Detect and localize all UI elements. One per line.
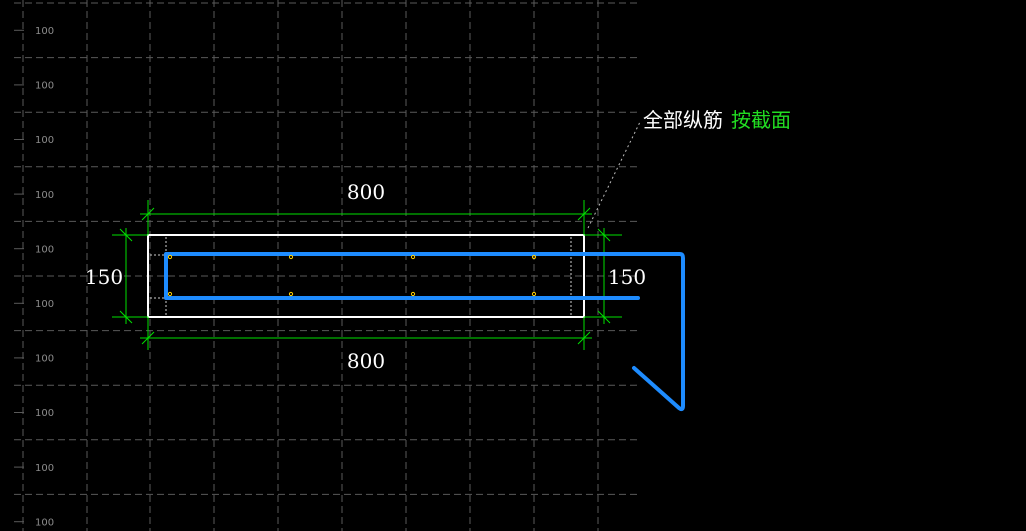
dimension-bottom xyxy=(140,317,592,350)
dim-top-label[interactable]: 800 xyxy=(347,180,385,204)
dimension-right xyxy=(584,228,622,324)
annotation-mode[interactable]: 按截面 xyxy=(731,108,791,132)
dimension-left xyxy=(112,228,148,324)
grid-row-label: 100 xyxy=(35,135,54,146)
grid-row-label: 100 xyxy=(35,463,54,474)
dim-bottom-label[interactable]: 800 xyxy=(347,349,385,373)
rebar-annotation[interactable]: 全部纵筋按截面 xyxy=(643,108,791,132)
rebar-points xyxy=(167,254,537,297)
grid-row-label: 100 xyxy=(35,299,54,310)
grid-row-label: 100 xyxy=(35,26,54,37)
dim-right-label[interactable]: 150 xyxy=(608,265,646,289)
rebar-point xyxy=(531,254,537,260)
rebar-point xyxy=(531,291,537,297)
grid xyxy=(14,0,638,531)
grid-row-label: 100 xyxy=(35,517,54,528)
grid-row-label: 100 xyxy=(35,408,54,419)
rebar-point xyxy=(410,291,416,297)
annotation-label: 全部纵筋 xyxy=(643,108,723,132)
grid-row-label: 100 xyxy=(35,244,54,255)
dim-left-label[interactable]: 150 xyxy=(85,265,123,289)
rebar-point xyxy=(288,254,294,260)
grid-row-label: 100 xyxy=(35,190,54,201)
rebar-point xyxy=(167,291,173,297)
rebar-point xyxy=(288,291,294,297)
dimension-top xyxy=(140,200,592,235)
rebar-point xyxy=(410,254,416,260)
rebar-point xyxy=(167,254,173,260)
grid-row-label: 100 xyxy=(35,81,54,92)
grid-labels: 100 100 100 100 100 100 100 100 100 100 xyxy=(35,26,54,528)
longitudinal-rebar[interactable] xyxy=(164,252,685,412)
grid-row-label: 100 xyxy=(35,354,54,365)
section-outline[interactable] xyxy=(147,234,585,318)
